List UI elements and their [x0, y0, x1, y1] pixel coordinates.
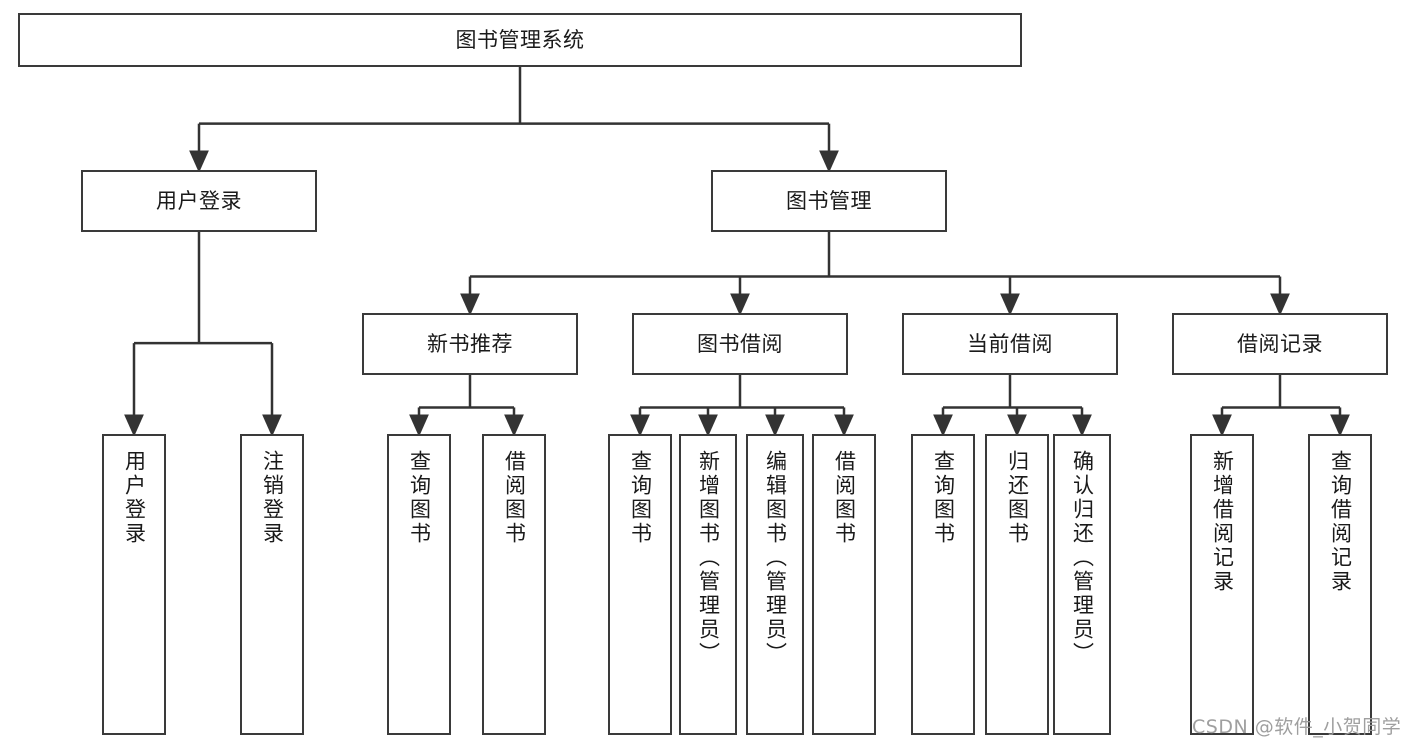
leaf-logout-label: 注销登录 [260, 450, 285, 546]
leaf-return-book-label: 归还图书 [1005, 450, 1030, 546]
leaf-confirm-return-label: 确认归还（管理员） [1070, 450, 1095, 666]
node-new-book-recommend-label: 新书推荐 [427, 331, 513, 356]
edges [124, 67, 1350, 437]
leaf-borrow-book-1[interactable]: 借阅图书 [482, 434, 546, 735]
leaf-query-book-2[interactable]: 查询图书 [608, 434, 672, 735]
leaf-logout[interactable]: 注销登录 [240, 434, 304, 735]
node-root[interactable]: 图书管理系统 [18, 13, 1022, 67]
node-book-borrow-label: 图书借阅 [697, 331, 783, 356]
node-book-management-label: 图书管理 [786, 188, 872, 213]
leaf-query-book-3-label: 查询图书 [931, 450, 956, 546]
leaf-user-login-label: 用户登录 [122, 450, 147, 546]
leaf-edit-book[interactable]: 编辑图书（管理员） [746, 434, 804, 735]
leaf-query-borrow-record[interactable]: 查询借阅记录 [1308, 434, 1372, 735]
node-borrow-record[interactable]: 借阅记录 [1172, 313, 1388, 375]
node-new-book-recommend[interactable]: 新书推荐 [362, 313, 578, 375]
node-book-management[interactable]: 图书管理 [711, 170, 947, 232]
leaf-add-book[interactable]: 新增图书（管理员） [679, 434, 737, 735]
leaf-query-book-1-label: 查询图书 [407, 450, 432, 546]
node-borrow-record-label: 借阅记录 [1237, 331, 1323, 356]
leaf-confirm-return[interactable]: 确认归还（管理员） [1053, 434, 1111, 735]
leaf-query-book-1[interactable]: 查询图书 [387, 434, 451, 735]
leaf-add-borrow-record-label: 新增借阅记录 [1210, 450, 1235, 594]
leaf-borrow-book-2[interactable]: 借阅图书 [812, 434, 876, 735]
leaf-edit-book-label: 编辑图书（管理员） [763, 450, 788, 666]
leaf-query-book-3[interactable]: 查询图书 [911, 434, 975, 735]
node-user-login[interactable]: 用户登录 [81, 170, 317, 232]
leaf-query-borrow-record-label: 查询借阅记录 [1328, 450, 1353, 594]
leaf-return-book[interactable]: 归还图书 [985, 434, 1049, 735]
node-current-borrow[interactable]: 当前借阅 [902, 313, 1118, 375]
node-user-login-label: 用户登录 [156, 188, 242, 213]
leaf-add-book-label: 新增图书（管理员） [696, 450, 721, 666]
leaf-query-book-2-label: 查询图书 [628, 450, 653, 546]
node-book-borrow[interactable]: 图书借阅 [632, 313, 848, 375]
leaf-borrow-book-2-label: 借阅图书 [832, 450, 857, 546]
node-current-borrow-label: 当前借阅 [967, 331, 1053, 356]
leaf-borrow-book-1-label: 借阅图书 [502, 450, 527, 546]
leaf-add-borrow-record[interactable]: 新增借阅记录 [1190, 434, 1254, 735]
leaf-user-login[interactable]: 用户登录 [102, 434, 166, 735]
csdn-watermark: CSDN @软件_小贺同学 [1192, 716, 1402, 738]
node-root-label: 图书管理系统 [455, 27, 585, 52]
